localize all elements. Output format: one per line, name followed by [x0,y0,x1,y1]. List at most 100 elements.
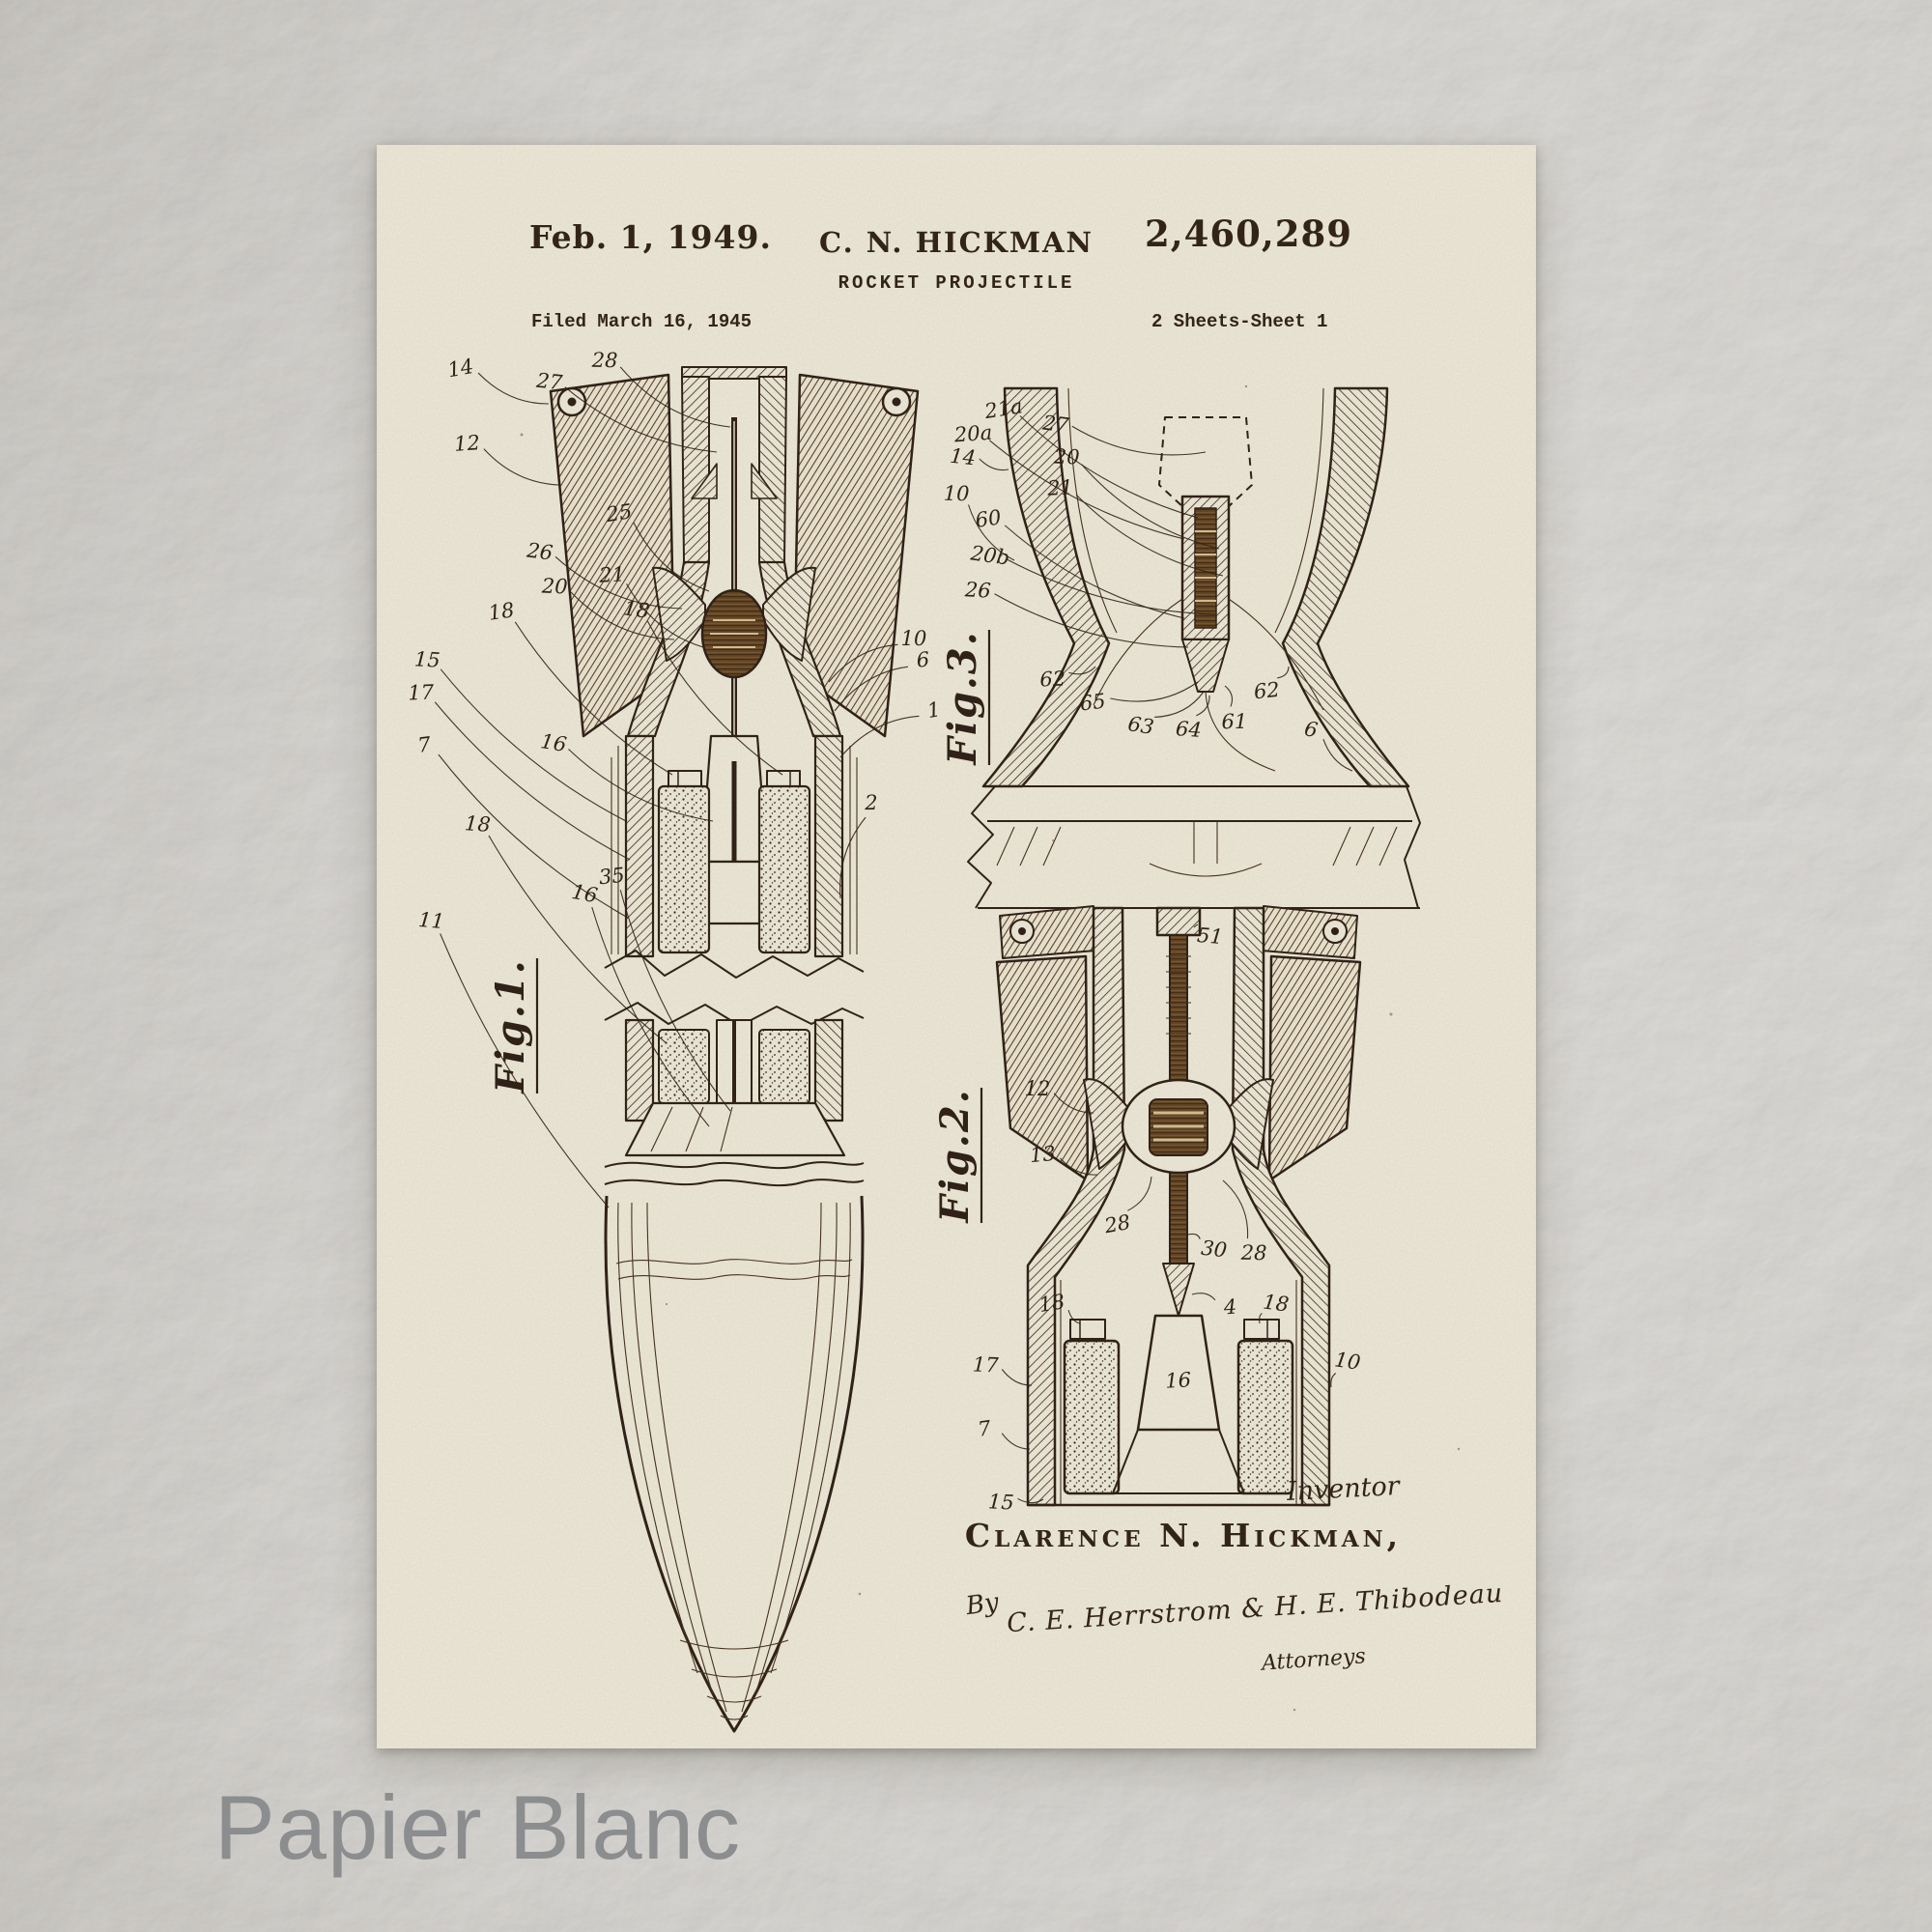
patent-drawing: Fig.1. Fig.3. Fig.2. 1427281225262021181… [408,349,1461,1733]
patent-date: Feb. 1, 1949. [529,218,772,256]
fig2-label: Fig.2. [932,1088,983,1224]
ref-numeral: 28 [591,349,618,372]
patentee-name: C. N. HICKMAN [819,226,1094,259]
leader-line [1191,1293,1216,1301]
fig1-body-wall-right [813,734,844,958]
fig3-drawing [967,386,1421,909]
leader-line [839,816,867,899]
fig3-wall-left [981,386,1111,788]
ref-numeral: 20 [1052,445,1080,469]
leader-line [1222,1179,1249,1239]
leader-line [1110,681,1199,702]
inventor-signature: Clarence N. Hickman, [964,1517,1403,1554]
sheet-number: 2 Sheets-Sheet 1 [1151,311,1328,332]
ref-numeral: 64 [1175,717,1202,742]
ref-numeral: 27 [1040,411,1070,437]
leader-line [438,753,629,919]
by-label: By [964,1587,1001,1622]
ref-numeral: 51 [1196,923,1224,949]
ref-numeral: 10 [944,482,970,505]
ref-numeral: 62 [1039,668,1066,692]
ref-numeral: 28 [1240,1241,1267,1264]
ref-numeral: 15 [413,647,440,671]
ref-numeral: 20 [540,575,568,599]
watermark-text: Papier Blanc [214,1776,741,1878]
leader-line [434,701,631,861]
fig2-right-fin [1267,954,1362,1182]
ref-numeral: 21 [1046,475,1074,499]
ref-numeral: 63 [1126,712,1155,739]
leader-line [1330,1373,1337,1388]
ref-numeral: 7 [977,1416,993,1441]
ref-numeral: 18 [1037,1290,1066,1317]
ref-numeral: 6 [916,647,930,671]
fig2-grain-right [1236,1339,1294,1495]
fig2-drawing [995,905,1362,1507]
ref-numeral: 28 [1102,1210,1132,1237]
ref-numeral: 14 [949,444,977,470]
inventor-caption: Inventor [1286,1470,1401,1508]
ref-numeral: 4 [1222,1295,1237,1320]
leader-line [483,448,561,486]
ref-numeral: 35 [598,864,626,890]
ref-numeral: 60 [974,505,1003,531]
svg-text:Fig.2.: Fig.2. [932,1088,978,1223]
fig1-tube-wall-left [681,376,710,563]
ref-numeral: 18 [1262,1291,1290,1317]
ref-numeral: 7 [416,732,433,757]
ref-numeral: 15 [987,1490,1014,1514]
ref-numeral: 6 [1303,717,1320,742]
ref-numeral: 11 [417,908,445,933]
ref-numeral: 27 [534,369,564,395]
fig1-grain-left [657,784,711,954]
svg-text:Fig.1.: Fig.1. [488,958,533,1094]
leader-line [1277,666,1290,679]
ref-numeral: 16 [570,880,599,907]
ref-numeral: 21 [598,562,626,586]
leader-line [1071,425,1207,456]
ref-numeral: 18 [622,596,651,622]
ref-numeral: 61 [1221,710,1247,733]
leader-line [979,458,1009,471]
ref-numeral: 14 [446,355,475,382]
ref-numeral: 20a [952,421,993,447]
leader-line [1224,685,1234,707]
fig2-grain-left [1063,1339,1121,1495]
fig2-bolt-head [1155,906,1202,937]
fig1-label: Fig.1. [488,958,539,1094]
fig3-wall-right [1281,386,1410,788]
ref-numeral: 12 [1025,1077,1051,1100]
leader-line [1154,691,1205,718]
ref-numeral: 65 [1078,690,1106,716]
ref-numeral: 10 [901,627,927,650]
ref-numeral: 18 [464,811,491,837]
fig3-label: Fig.3. [940,630,991,766]
fig1-bulkhead [624,1101,846,1157]
ref-numeral: 16 [1165,1368,1192,1392]
patent-number: 2,460,289 [1145,213,1352,255]
ref-numeral: 25 [604,499,634,526]
filed-date: Filed March 16, 1945 [531,311,753,332]
ref-numeral: 20b [968,541,1010,569]
invention-title: ROCKET PROJECTILE [838,272,1075,294]
ref-numeral: 12 [453,431,480,456]
ref-numeral: 26 [963,578,991,602]
ref-numeral: 26 [525,538,554,564]
ref-numeral: 10 [1333,1348,1362,1374]
fig1-grain-right [757,784,811,954]
ref-numeral: 30 [1200,1236,1228,1263]
ref-numeral: 2 [864,791,878,814]
ref-numeral: 17 [972,1353,999,1378]
fig1-tube-wall-right [758,376,787,563]
ref-numeral: 62 [1253,678,1281,704]
ref-numeral: 16 [539,729,568,756]
leader-line [1187,1233,1201,1239]
fig3-dashed-cap [1158,416,1253,509]
svg-text:Fig.3.: Fig.3. [940,630,985,765]
ref-numeral: 17 [408,681,435,705]
ref-numeral: 18 [487,598,516,624]
fig3-jagged-edge [967,785,996,909]
leader-line [1127,1176,1152,1211]
